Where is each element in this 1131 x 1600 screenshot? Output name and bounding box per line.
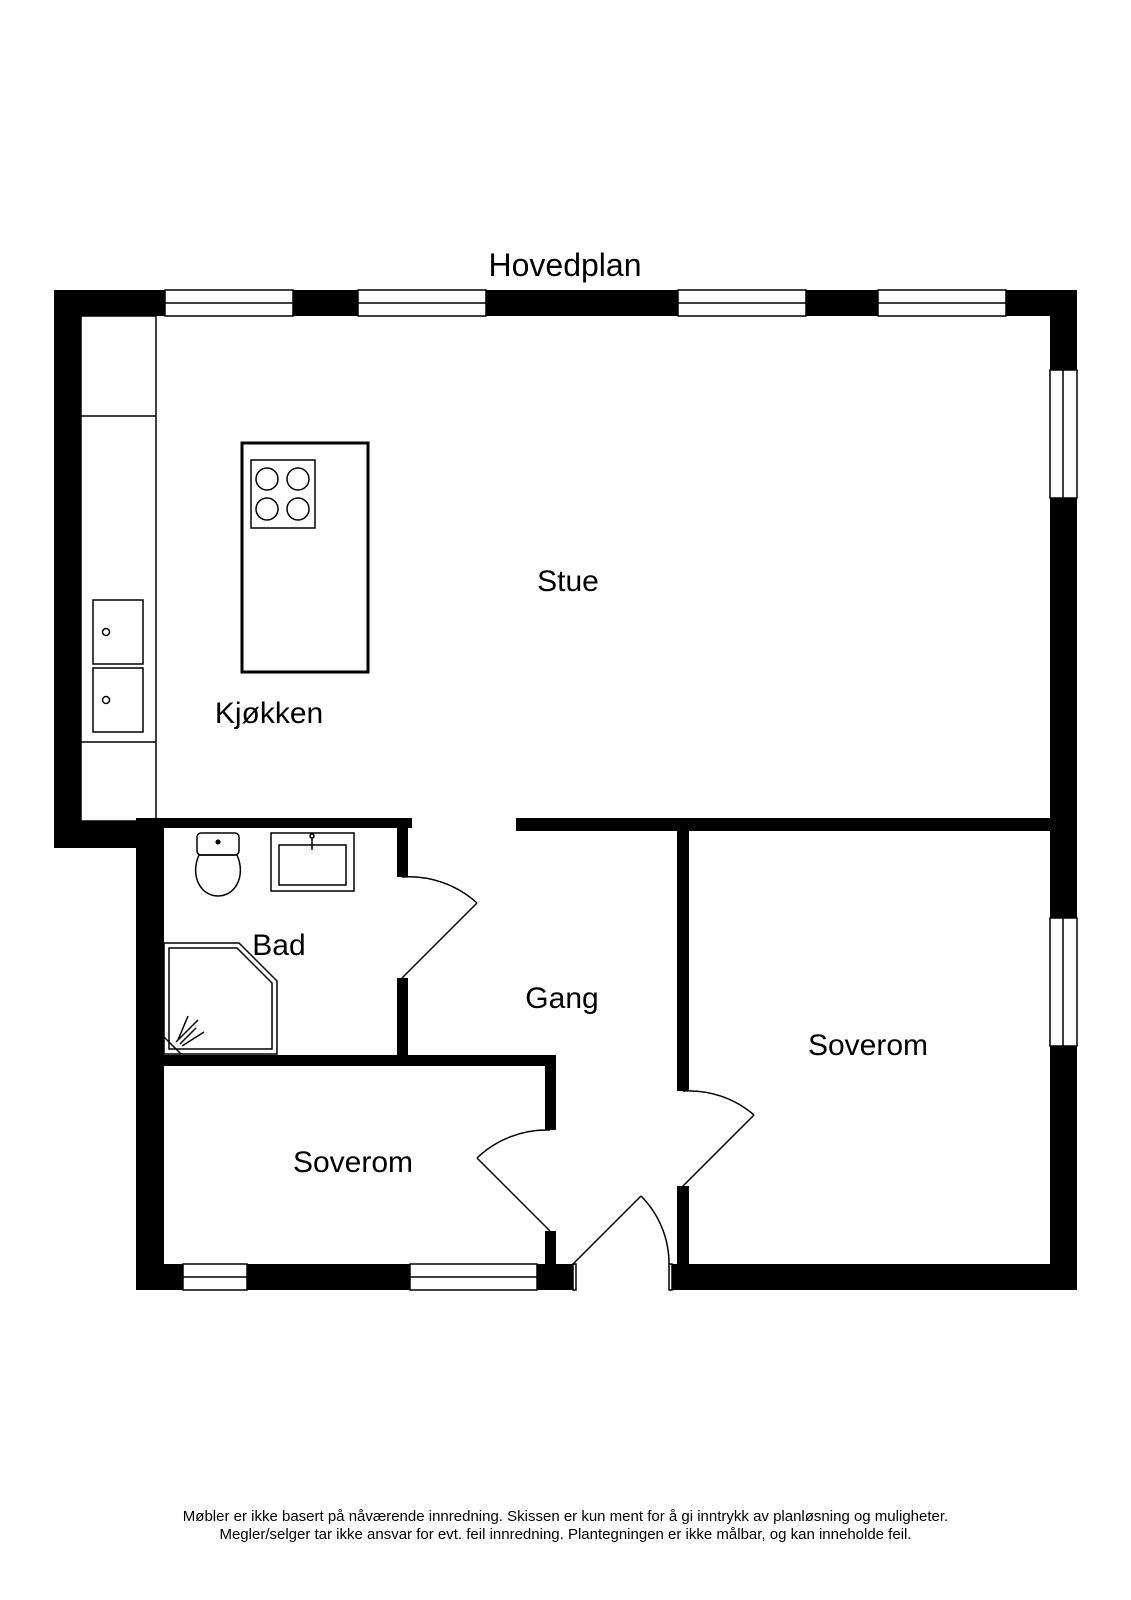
sink-icon — [92, 599, 144, 733]
window-top-4 — [877, 289, 1007, 317]
window-bottom-1 — [182, 1263, 248, 1291]
plan-title: Hovedplan — [489, 247, 642, 283]
room-label-soverom-right: Soverom — [808, 1029, 928, 1062]
bathroom-door — [401, 876, 478, 979]
doors — [401, 876, 755, 1291]
stove-icon — [250, 459, 316, 529]
window-right-1 — [1049, 369, 1078, 499]
room-label-bad: Bad — [252, 929, 305, 962]
windows — [164, 289, 1078, 1291]
room-label-soverom-left: Soverom — [293, 1146, 413, 1179]
window-top-1 — [164, 289, 294, 317]
room-label-stue: Stue — [537, 565, 599, 598]
shower-icon — [163, 942, 278, 1055]
bedroom-right-door — [682, 1090, 755, 1187]
kitchen-island — [240, 441, 370, 674]
window-bottom-2 — [409, 1263, 538, 1291]
disclaimer-line-2: Megler/selger tar ikke ansvar for evt. f… — [219, 1526, 912, 1543]
room-label-kjokken: Kjøkken — [215, 697, 323, 730]
bathroom-sink-icon — [270, 832, 355, 892]
room-label-gang: Gang — [525, 982, 598, 1015]
window-top-2 — [357, 289, 487, 317]
window-right-2 — [1049, 917, 1078, 1047]
outer-walls — [54, 290, 1077, 1290]
entrance-door — [572, 1195, 673, 1291]
window-top-3 — [677, 289, 807, 317]
disclaimer-line-1: Møbler er ikke basert på nåværende innre… — [182, 1508, 949, 1525]
interior-walls — [136, 818, 1050, 1264]
bedroom-left-door — [476, 1129, 551, 1232]
toilet-icon — [194, 832, 242, 897]
kitchen-counter — [80, 315, 157, 822]
